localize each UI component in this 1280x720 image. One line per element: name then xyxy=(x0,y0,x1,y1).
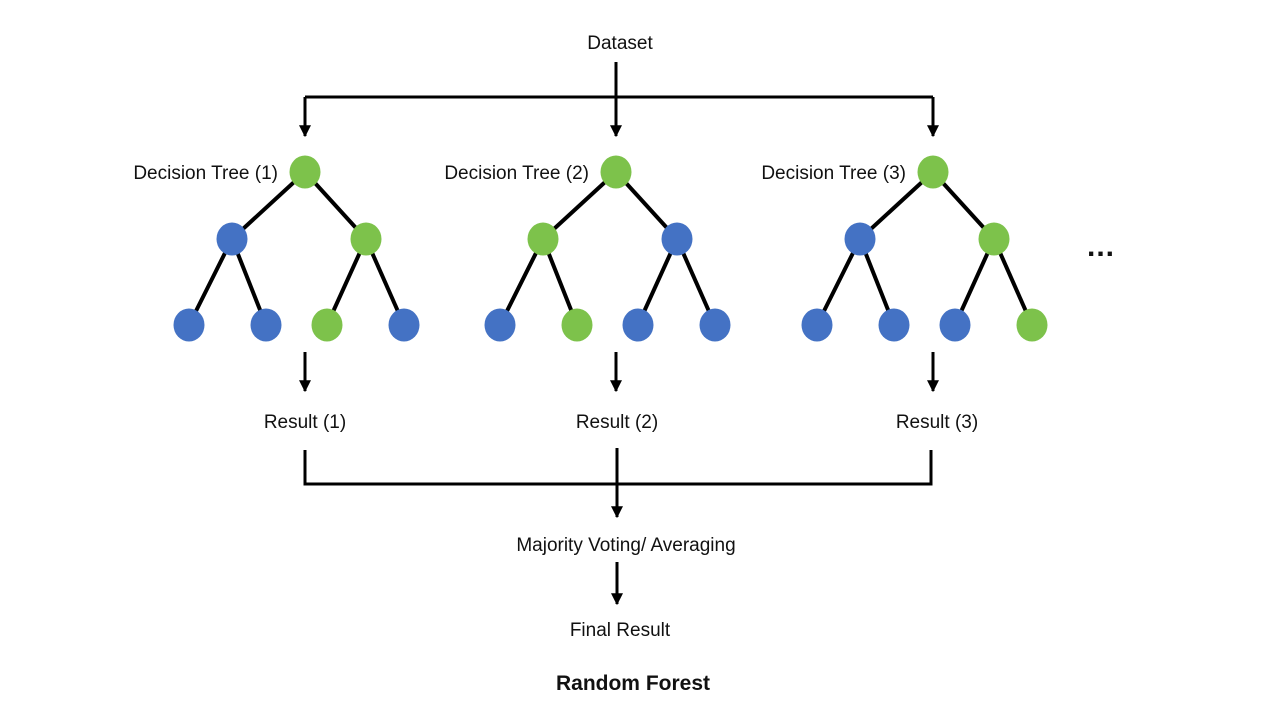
diagram-title: Random Forest xyxy=(556,672,710,695)
tree-edge xyxy=(858,170,935,241)
tree-node-blue xyxy=(661,222,693,256)
decision-tree-1 xyxy=(173,155,420,342)
result-2-label: Result (2) xyxy=(576,412,658,433)
tree-edge xyxy=(541,170,618,241)
trees-layer xyxy=(173,155,1048,342)
tree-edge xyxy=(230,170,307,241)
tree-node-blue xyxy=(622,308,654,342)
more-trees-ellipsis: ... xyxy=(1087,230,1115,263)
tree-node-blue xyxy=(388,308,420,342)
tree-3-label: Decision Tree (3) xyxy=(761,163,906,184)
final-result-label: Final Result xyxy=(570,620,671,641)
tree-node-green xyxy=(561,308,593,342)
tree-2-label: Decision Tree (2) xyxy=(444,163,589,184)
tree-node-blue xyxy=(844,222,876,256)
tree-node-blue xyxy=(250,308,282,342)
tree-node-green xyxy=(527,222,559,256)
tree-node-blue xyxy=(173,308,205,342)
tree-node-green xyxy=(978,222,1010,256)
tree-1-label: Decision Tree (1) xyxy=(133,163,278,184)
tree-node-green xyxy=(311,308,343,342)
tree-node-green xyxy=(1016,308,1048,342)
majority-voting-label: Majority Voting/ Averaging xyxy=(516,535,735,556)
result-1-label: Result (1) xyxy=(264,412,346,433)
tree-node-blue xyxy=(484,308,516,342)
tree-node-green xyxy=(600,155,632,189)
dataset-label: Dataset xyxy=(587,33,653,54)
tree-node-blue xyxy=(801,308,833,342)
tree-node-blue xyxy=(878,308,910,342)
tree-node-blue xyxy=(699,308,731,342)
result-3-label: Result (3) xyxy=(896,412,978,433)
tree-node-blue xyxy=(939,308,971,342)
decision-tree-3 xyxy=(801,155,1048,342)
tree-node-green xyxy=(350,222,382,256)
tree-node-green xyxy=(917,155,949,189)
tree-node-blue xyxy=(216,222,248,256)
tree-node-green xyxy=(289,155,321,189)
decision-tree-2 xyxy=(484,155,731,342)
